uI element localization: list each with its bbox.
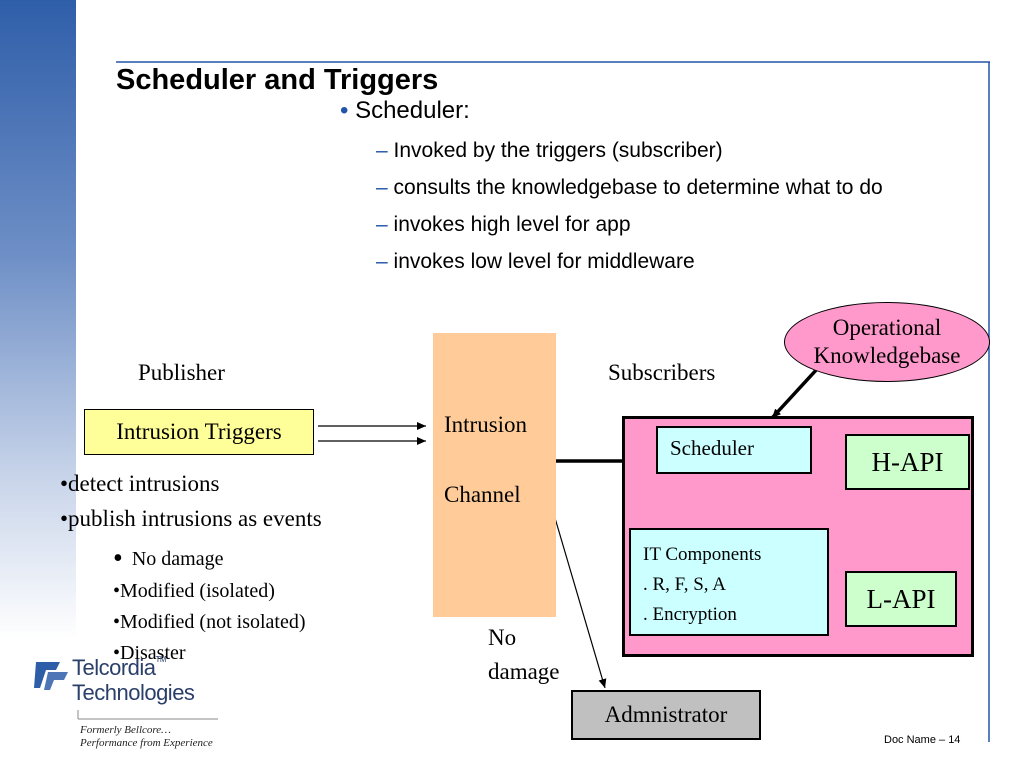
- event-type-item: •Modified (isolated): [113, 580, 275, 602]
- it-components-box: IT Components . R, F, S, A . Encryption: [629, 528, 829, 636]
- trademark-mark: TM: [155, 655, 167, 664]
- company-name-line2: Technologies: [72, 680, 195, 705]
- scheduler-label: Scheduler: [670, 436, 754, 460]
- sub-bullet-text: invokes low level for middleware: [393, 250, 695, 273]
- sub-bullet: – Invoked by the triggers (subscriber): [376, 139, 723, 163]
- bullet-text: Scheduler:: [355, 97, 470, 124]
- dash-glyph: –: [376, 139, 388, 162]
- dash-glyph: –: [376, 176, 388, 199]
- channel-label-line1: Intrusion: [444, 412, 528, 437]
- company-name-text: Telcordia: [72, 655, 156, 680]
- intrusion-channel-box: [433, 333, 556, 617]
- sub-bullet-text: Invoked by the triggers (subscriber): [393, 139, 723, 162]
- dash-glyph: –: [376, 213, 388, 236]
- event-type-text: No damage: [131, 548, 224, 570]
- publisher-label: Publisher: [138, 360, 225, 385]
- event-type-item: •Modified (not isolated): [113, 611, 306, 633]
- it-components-item: . Encryption: [643, 604, 737, 625]
- event-bullet-dot: •: [113, 543, 123, 574]
- l-api-label: L-API: [866, 583, 936, 614]
- no-damage-line2: damage: [488, 659, 560, 684]
- intrusion-triggers-label: Intrusion Triggers: [116, 419, 282, 444]
- no-damage-line1: No: [488, 625, 517, 650]
- tagline-performance: Performance from Experience: [80, 737, 213, 749]
- l-api-box: L-API: [845, 571, 957, 627]
- event-type-item: • No damage: [113, 543, 223, 575]
- h-api-label: H-API: [871, 446, 944, 477]
- left-gradient-bar: [0, 0, 76, 640]
- sub-bullet: – invokes high level for app: [376, 213, 631, 237]
- scheduler-box: Scheduler: [656, 426, 812, 474]
- intrusion-triggers-box: Intrusion Triggers: [84, 409, 314, 455]
- slide-title: Scheduler and Triggers: [116, 64, 439, 96]
- it-components-title: IT Components: [643, 544, 762, 565]
- bullet-dot: •: [340, 97, 349, 124]
- h-api-box: H-API: [845, 434, 970, 490]
- event-type-item: •Disaster: [113, 642, 186, 664]
- sub-bullet-text: invokes high level for app: [393, 213, 631, 236]
- sub-bullet: – consults the knowledgebase to determin…: [376, 176, 883, 200]
- telcordia-logo-icon: [34, 658, 72, 692]
- knowledgebase-label-line1: Operational: [832, 315, 942, 340]
- dash-glyph: –: [376, 250, 388, 273]
- channel-to-admin-arrow: [554, 517, 607, 689]
- knowledgebase-arrow: [770, 366, 820, 420]
- doc-name-footer: Doc Name – 14: [884, 734, 961, 746]
- subscribers-label: Subscribers: [608, 360, 716, 385]
- bullet-scheduler: • Scheduler:: [340, 97, 470, 125]
- trigger-bullet: •detect intrusions: [60, 471, 220, 496]
- channel-label-line2: Channel: [444, 482, 521, 507]
- knowledgebase-label-line2: Knowledgebase: [813, 343, 961, 368]
- tagline-former: Formerly Bellcore…: [80, 724, 171, 736]
- sub-bullet: – invokes low level for middleware: [376, 250, 695, 274]
- company-name-line1: TelcordiaTM: [72, 655, 167, 681]
- administrator-box: Admnistrator: [571, 690, 761, 740]
- it-components-item: . R, F, S, A: [643, 574, 726, 595]
- sub-bullet-text: consults the knowledgebase to determine …: [393, 176, 883, 199]
- trigger-bullet: •publish intrusions as events: [60, 506, 322, 531]
- administrator-label: Admnistrator: [604, 702, 728, 727]
- knowledgebase-ellipse: Operational Knowledgebase: [784, 302, 990, 382]
